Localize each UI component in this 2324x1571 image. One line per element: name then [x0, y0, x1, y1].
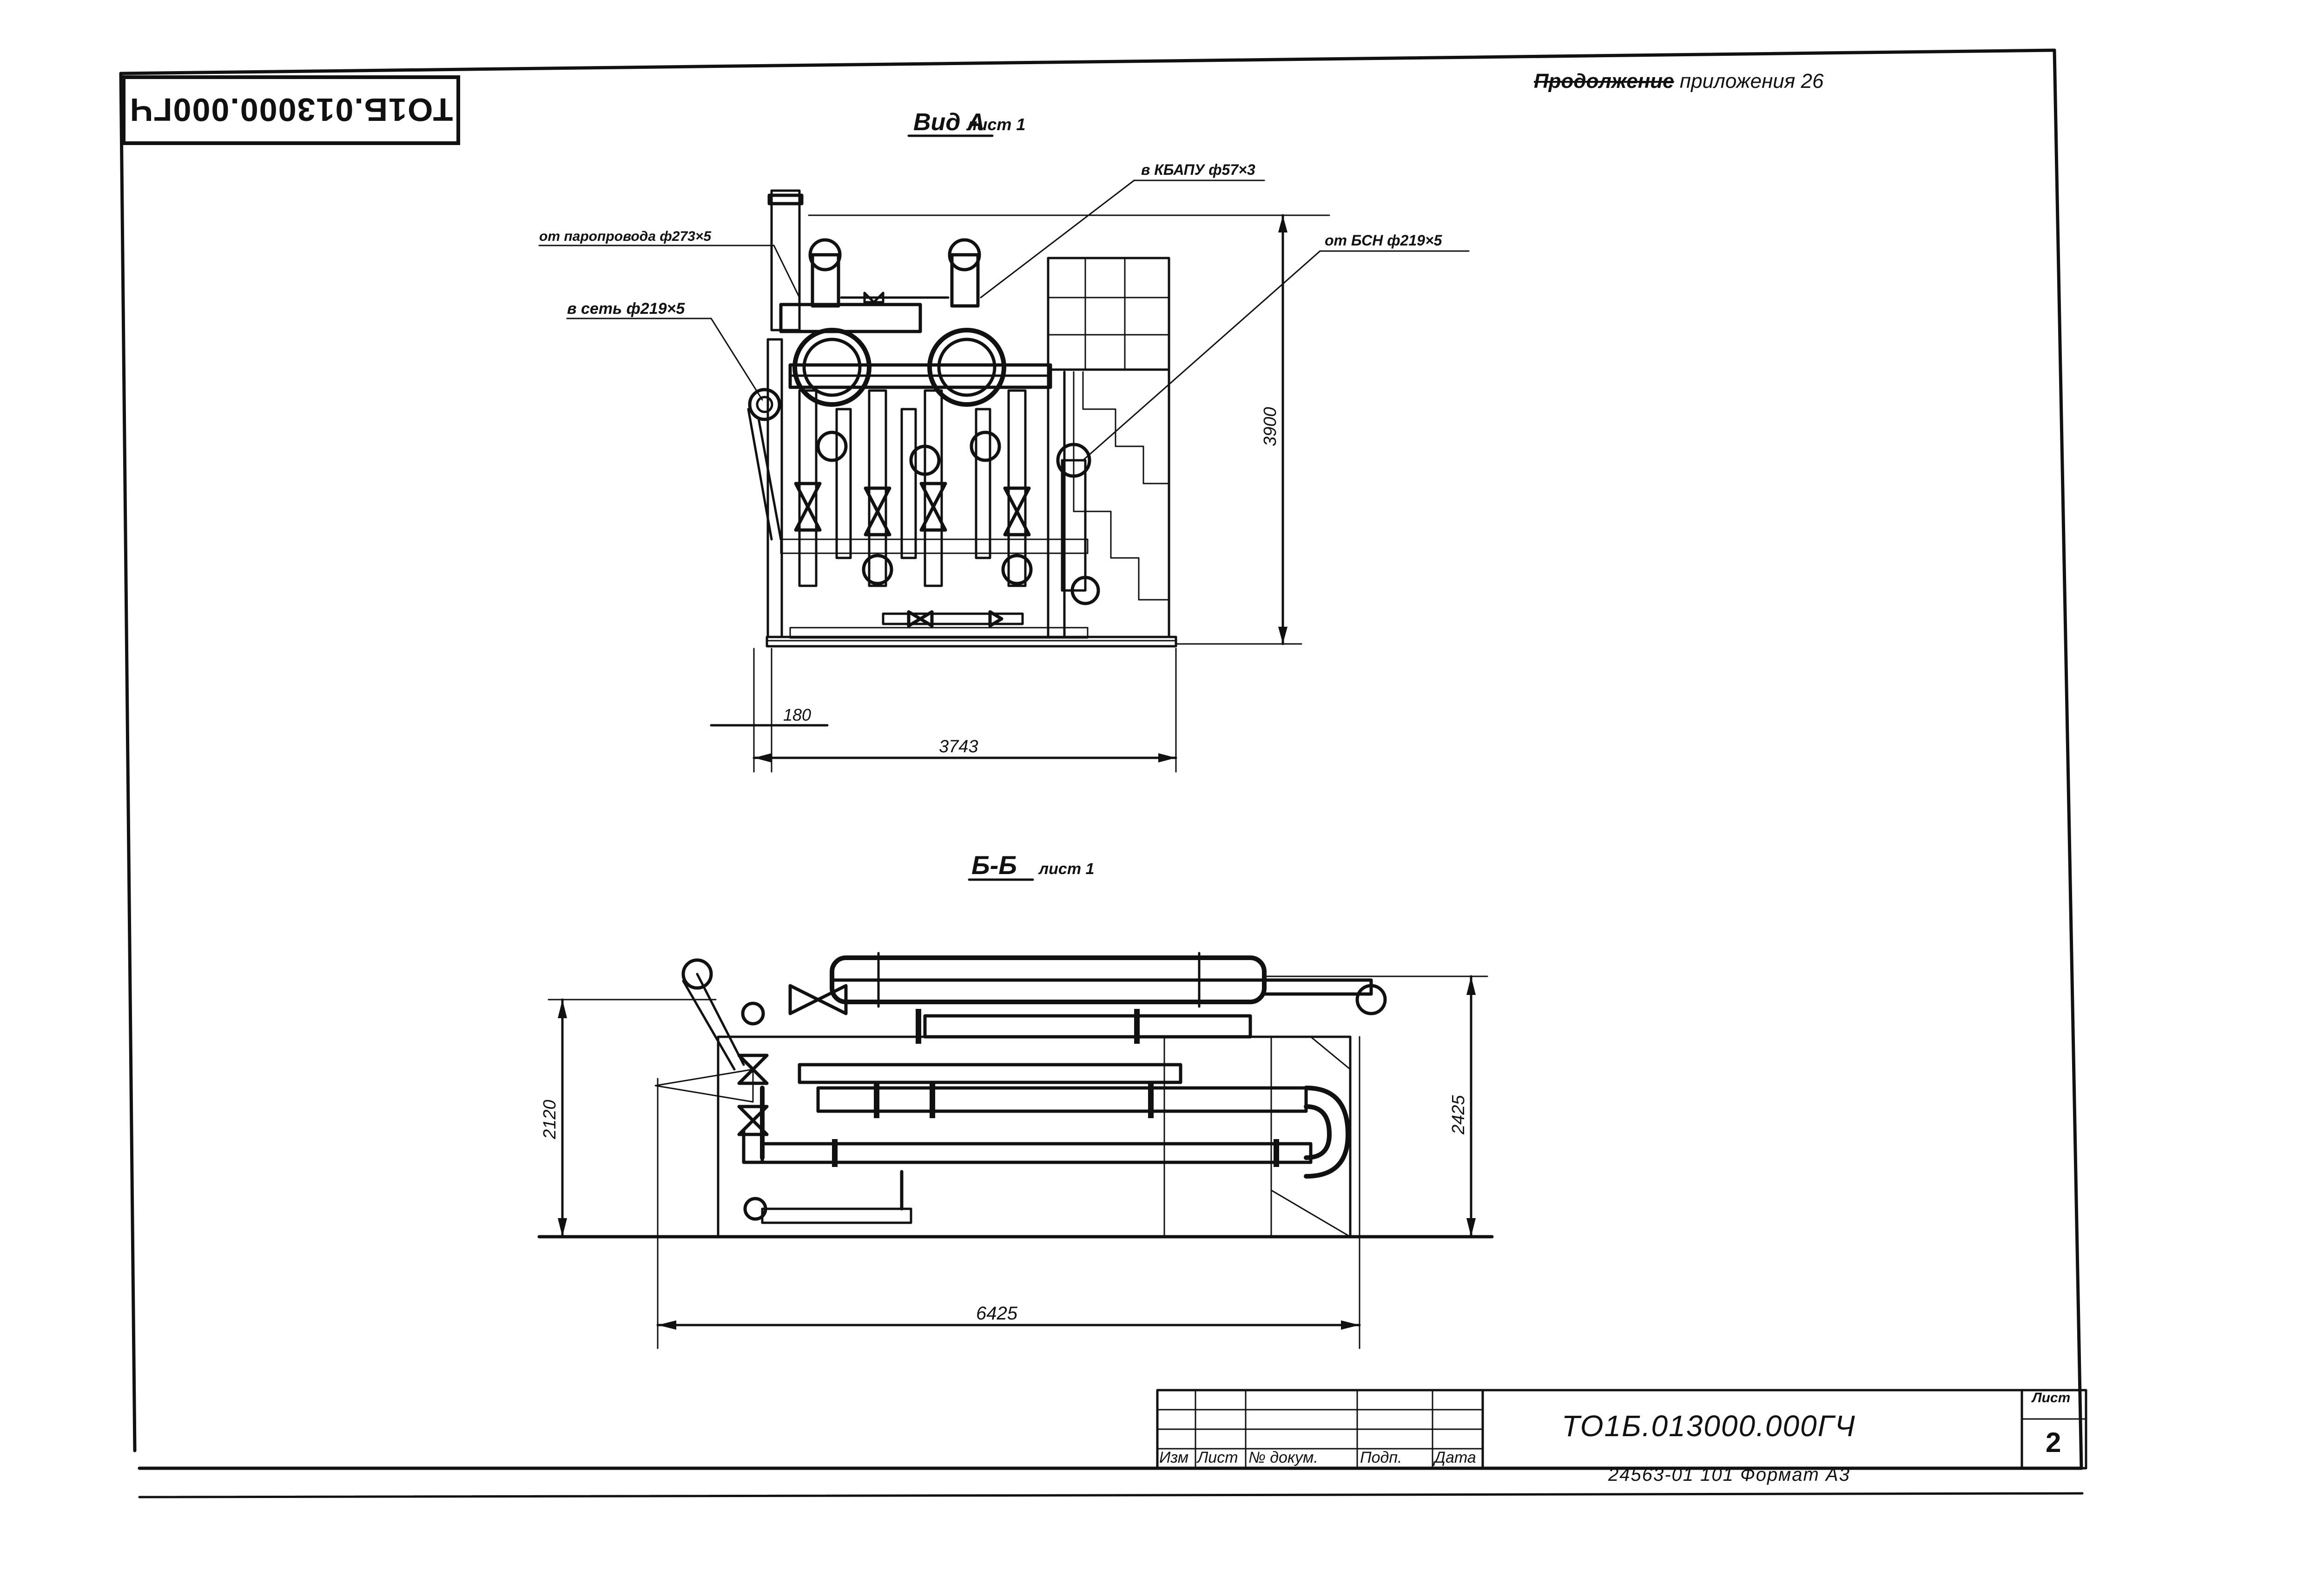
- section-bb-title: Б-Б: [971, 850, 1017, 880]
- title-col-doc: № докум.: [1248, 1449, 1318, 1466]
- pump-lines: [794, 389, 1100, 605]
- title-block: [1156, 1389, 2087, 1470]
- title-col-date: Дата: [1434, 1449, 1476, 1466]
- sheet-label: Лист: [2032, 1390, 2071, 1405]
- stamp-code: ТО1Б.013000.000ГЧ: [129, 92, 453, 128]
- document-stamp: ТО1Б.013000.000ГЧ: [122, 75, 460, 145]
- view-a-title: Вид А: [913, 109, 984, 136]
- section-bb-sheet-ref: лист 1: [1038, 860, 1094, 878]
- format-code: 24563-01 101 Формат А3: [1608, 1465, 1850, 1485]
- dim-length-6425: 6425: [976, 1303, 1018, 1324]
- dim-height-2120: 2120: [540, 1100, 560, 1140]
- dim-width-3743: 3743: [939, 737, 978, 756]
- dim-offset-180: 180: [783, 705, 811, 724]
- title-col-izm: Изм: [1159, 1449, 1189, 1466]
- title-col-list: Лист: [1197, 1449, 1238, 1466]
- label-steam-pipe: от паропровода ф273×5: [539, 229, 712, 244]
- view-a-drawing: Вид А лист 1 в КБАПУ ф57×3 от паропровод…: [538, 109, 1470, 773]
- section-bb-drawing: Б-Б лист 1 2120 2425 6425: [537, 850, 1494, 1349]
- drawing-designation: ТО1Б.013000.000ГЧ: [1562, 1409, 1856, 1443]
- label-network: в сеть ф219×5: [567, 300, 685, 318]
- label-kbapu: в КБАПУ ф57×3: [1141, 161, 1255, 178]
- view-a-sheet-ref: лист 1: [966, 115, 1025, 134]
- dim-height-3900: 3900: [1261, 407, 1280, 446]
- continuation-rest: приложения 26: [1679, 70, 1824, 93]
- continuation-struck-word: Продолжение: [1534, 70, 1674, 93]
- sheet-number: 2: [2046, 1427, 2061, 1458]
- label-bsn: от БСН ф219×5: [1325, 232, 1443, 249]
- dim-height-2425: 2425: [1449, 1095, 1468, 1135]
- continuation-note: Продолжение приложения 26: [1534, 70, 1823, 93]
- title-col-sign: Подп.: [1360, 1449, 1402, 1466]
- sheet-frame: [119, 48, 2084, 1498]
